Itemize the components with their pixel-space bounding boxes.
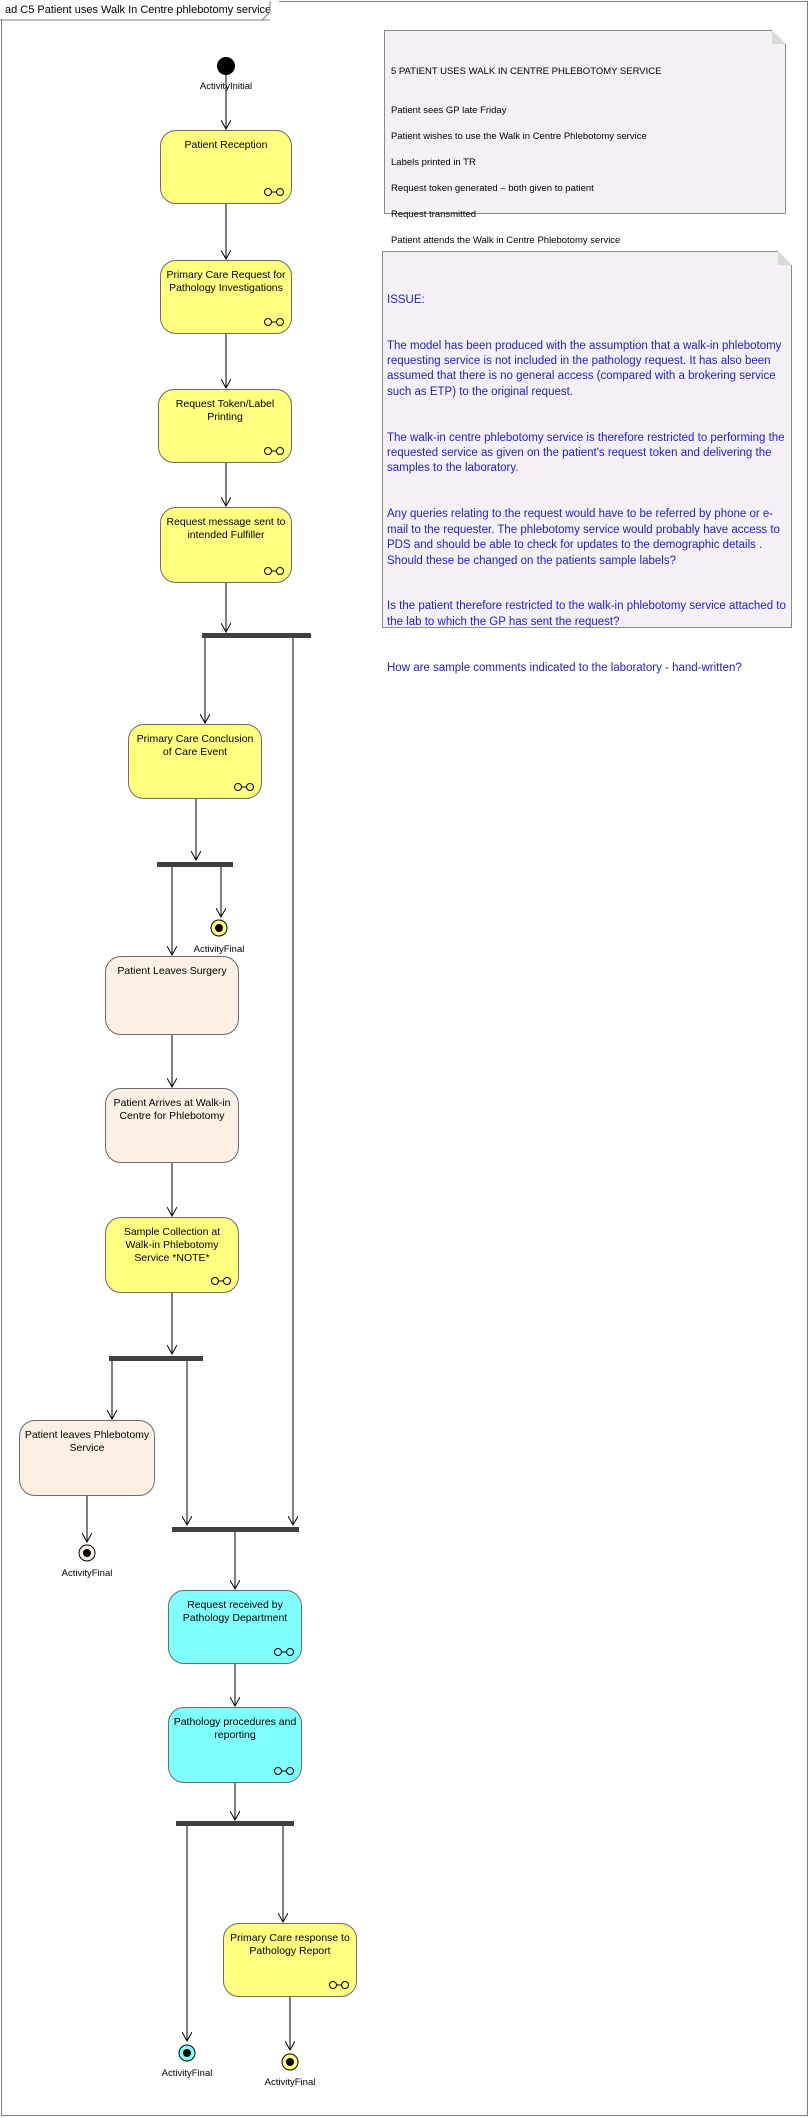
action-label: Request Token/Label Printing xyxy=(175,398,275,423)
note-fold xyxy=(778,251,792,265)
rake-icon xyxy=(264,318,284,326)
action-label: Sample Collection at Walk-in Phlebotomy … xyxy=(123,1226,221,1264)
activity-final-node xyxy=(78,1544,96,1562)
action-label: Primary Care Conclusion of Care Event xyxy=(136,733,254,758)
rake-icon xyxy=(329,1981,349,1989)
activity-final-node xyxy=(281,2053,299,2071)
action-label: Pathology procedures and reporting xyxy=(173,1716,297,1741)
control-flows xyxy=(87,74,293,2050)
issue-paragraph: Any queries relating to the request woul… xyxy=(387,508,780,567)
action-pathology-procedures[interactable]: Pathology procedures and reporting xyxy=(168,1707,302,1783)
action-patient-reception[interactable]: Patient Reception xyxy=(160,130,292,204)
initial-node xyxy=(217,57,235,75)
rake-icon xyxy=(274,1648,294,1656)
summary-note-line: Patient wishes to use the Walk in Centre… xyxy=(391,131,647,142)
action-label: Patient leaves Phlebotomy Service xyxy=(24,1429,150,1454)
rake-icon xyxy=(234,783,254,791)
rake-icon xyxy=(264,188,284,196)
action-patient-leaves-surgery[interactable]: Patient Leaves Surgery xyxy=(105,956,239,1035)
action-request-message-sent[interactable]: Request message sent to intended Fulfill… xyxy=(160,507,292,583)
issue-note-title: ISSUE: xyxy=(387,293,425,306)
action-sample-collection[interactable]: Sample Collection at Walk-in Phlebotomy … xyxy=(105,1217,239,1293)
frame-title: ad C5 Patient uses Walk In Centre phlebo… xyxy=(1,1,280,19)
action-label: Patient Leaves Surgery xyxy=(117,965,227,977)
action-primary-care-request[interactable]: Primary Care Request for Pathology Inves… xyxy=(160,260,292,334)
issue-paragraph: Is the patient therefore restricted to t… xyxy=(387,600,786,628)
action-request-token-label-printing[interactable]: Request Token/Label Printing xyxy=(158,389,292,463)
activity-final-node xyxy=(210,919,228,937)
issue-note: ISSUE: The model has been produced with … xyxy=(382,251,792,674)
summary-note-line: Patient attends the Walk in Centre Phleb… xyxy=(391,235,621,246)
summary-note-line: Labels printed in TR xyxy=(391,157,476,168)
action-label: Patient Reception xyxy=(184,139,268,151)
final-node-label: ActivityFinal xyxy=(61,1568,113,1579)
summary-note-line: Request token generated – both given to … xyxy=(391,183,594,194)
fork-bar xyxy=(202,633,311,638)
action-label: Request received by Pathology Department xyxy=(182,1599,288,1624)
issue-paragraph: The walk-in centre phlebotomy service is… xyxy=(387,431,785,475)
rake-icon xyxy=(264,447,284,455)
fork-bar xyxy=(109,1356,203,1361)
rake-icon xyxy=(211,1277,231,1285)
action-patient-arrives-walk-in[interactable]: Patient Arrives at Walk-in Centre for Ph… xyxy=(105,1088,239,1163)
rake-icon xyxy=(264,567,284,575)
action-label: Primary Care Request for Pathology Inves… xyxy=(166,269,286,294)
final-node-label: ActivityFinal xyxy=(264,2077,316,2088)
action-request-received[interactable]: Request received by Pathology Department xyxy=(168,1590,302,1664)
action-label: Patient Arrives at Walk-in Centre for Ph… xyxy=(113,1097,231,1122)
final-node-label: ActivityFinal xyxy=(193,944,245,955)
action-label: Request message sent to intended Fulfill… xyxy=(166,516,286,541)
summary-note-title: 5 PATIENT USES WALK IN CENTRE PHLEBOTOMY… xyxy=(391,66,662,77)
initial-node-label: ActivityInitial xyxy=(199,81,253,92)
issue-paragraph: How are sample comments indicated to the… xyxy=(387,661,742,674)
fork-bar xyxy=(176,1821,294,1826)
summary-note-line: Patient sees GP late Friday xyxy=(391,105,507,116)
frame-tab-corner xyxy=(261,1,271,21)
summary-note: 5 PATIENT USES WALK IN CENTRE PHLEBOTOMY… xyxy=(384,30,786,246)
note-fold xyxy=(772,30,786,44)
action-label: Primary Care response to Pathology Repor… xyxy=(230,1932,350,1957)
action-primary-care-conclusion[interactable]: Primary Care Conclusion of Care Event xyxy=(128,724,262,799)
rake-icon xyxy=(274,1767,294,1775)
issue-paragraph: The model has been produced with the ass… xyxy=(387,339,782,398)
join-bar xyxy=(172,1527,299,1532)
summary-note-line: Request transmitted xyxy=(391,209,477,220)
final-node-label: ActivityFinal xyxy=(161,2068,213,2079)
action-patient-leaves-phlebotomy[interactable]: Patient leaves Phlebotomy Service xyxy=(19,1420,155,1496)
activity-final-node xyxy=(178,2044,196,2062)
action-primary-care-response[interactable]: Primary Care response to Pathology Repor… xyxy=(223,1923,357,1997)
fork-bar xyxy=(157,862,233,867)
